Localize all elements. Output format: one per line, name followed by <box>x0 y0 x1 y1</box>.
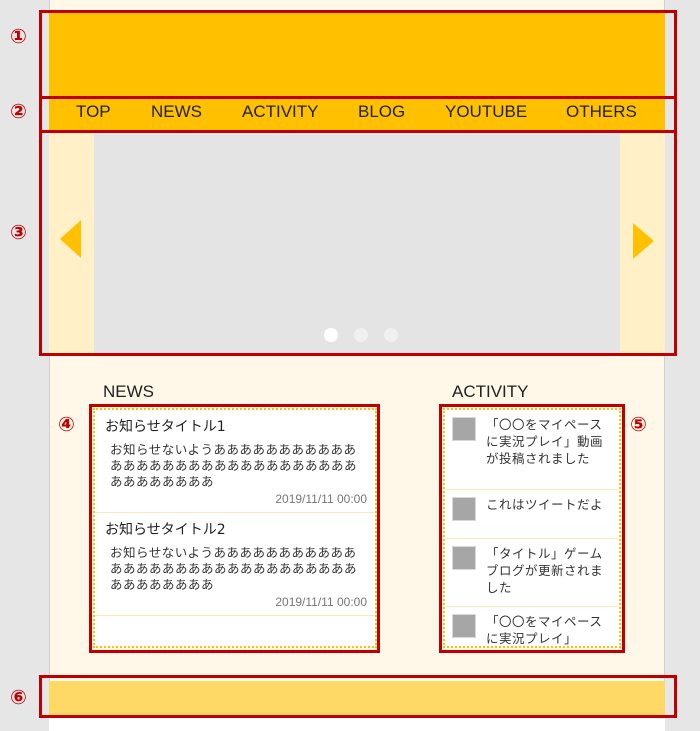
annotation-number-6: ⑥ <box>10 685 27 709</box>
activity-item-text: 「タイトル」ゲームブログが更新されました <box>486 546 604 595</box>
news-item[interactable]: お知らせタイトル1 お知らせないようああああああああああああああああああああああ… <box>95 410 375 513</box>
triangle-left-icon[interactable] <box>60 220 81 258</box>
activity-list: 「〇〇をマイペースに実況プレイ」動画が投稿されました これはツイートだよ 「タイ… <box>443 408 621 648</box>
activity-item-text: 「〇〇をマイペースに実況プレイ」 <box>486 614 603 646</box>
thumbnail-icon <box>452 497 476 521</box>
annotation-number-5: ⑤ <box>630 412 647 436</box>
news-section-title: NEWS <box>103 382 154 401</box>
triangle-right-icon[interactable] <box>633 223 654 259</box>
slider-dot-3[interactable] <box>384 328 398 342</box>
news-item-date: 2019/11/11 00:00 <box>275 492 367 506</box>
nav-item-news[interactable]: NEWS <box>151 102 202 121</box>
footer-bottom-area <box>49 715 665 731</box>
news-item-title[interactable]: お知らせタイトル1 <box>105 419 226 435</box>
news-list: お知らせタイトル1 お知らせないようああああああああああああああああああああああ… <box>93 408 377 648</box>
site-header <box>49 13 665 98</box>
site-footer <box>49 681 665 715</box>
activity-item[interactable]: 「〇〇をマイペースに実況プレイ」 <box>445 607 619 646</box>
annotation-number-1: ① <box>10 24 27 48</box>
slider-dot-2[interactable] <box>354 328 368 342</box>
slide-image-area[interactable] <box>94 132 620 354</box>
activity-item[interactable]: これはツイートだよ <box>445 490 619 539</box>
global-nav: TOP NEWS ACTIVITY BLOG YOUTUBE OTHERS <box>49 98 665 131</box>
image-slider <box>49 132 665 354</box>
activity-item[interactable]: 「〇〇をマイペースに実況プレイ」動画が投稿されました <box>445 410 619 490</box>
thumbnail-icon <box>452 546 476 570</box>
activity-section-title: ACTIVITY <box>452 382 529 401</box>
annotation-number-4: ④ <box>58 412 75 436</box>
activity-item-text: これはツイートだよ <box>486 497 604 512</box>
annotation-number-2: ② <box>10 99 27 123</box>
annotation-number-3: ③ <box>10 220 27 244</box>
nav-item-youtube[interactable]: YOUTUBE <box>445 102 528 121</box>
activity-item-text: 「〇〇をマイペースに実況プレイ」動画が投稿されました <box>486 417 604 466</box>
thumbnail-icon <box>452 614 476 638</box>
news-item-body: お知らせないようああああああああああああああああああああああああああああああああ… <box>110 545 358 592</box>
news-item[interactable]: お知らせタイトル2 お知らせないようああああああああああああああああああああああ… <box>95 513 375 616</box>
nav-item-blog[interactable]: BLOG <box>358 102 406 121</box>
nav-item-others[interactable]: OTHERS <box>566 102 637 121</box>
news-item-body: お知らせないようああああああああああああああああああああああああああああああああ… <box>110 442 358 489</box>
nav-item-activity[interactable]: ACTIVITY <box>242 102 319 121</box>
activity-item[interactable]: 「タイトル」ゲームブログが更新されました <box>445 539 619 607</box>
slider-dot-1[interactable] <box>324 328 338 342</box>
news-item-title[interactable]: お知らせタイトル2 <box>105 522 226 538</box>
nav-item-top[interactable]: TOP <box>76 102 111 121</box>
news-item-date: 2019/11/11 00:00 <box>275 595 367 609</box>
thumbnail-icon <box>452 417 476 441</box>
